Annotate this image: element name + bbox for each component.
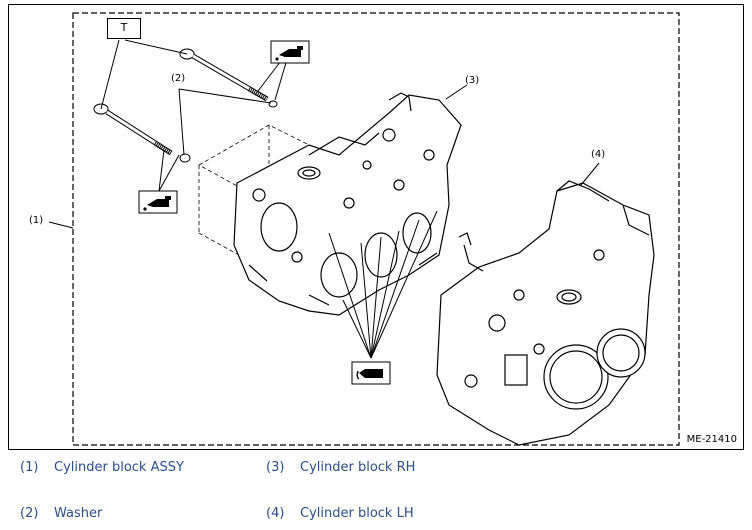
legend-label: Cylinder block RH [300,460,416,475]
legend-item-washer: (2) Washer [20,506,102,521]
legend-item-cylinder-block-rh: (3) Cylinder block RH [266,460,415,475]
legend: (1) Cylinder block ASSY (2) Washer (3) Cyli… [0,452,752,530]
bolt-lower [93,103,191,163]
legend-num: (2) [20,506,39,521]
legend-label: Cylinder block ASSY [54,460,184,475]
cylinder-block-rh [233,92,462,316]
callout-2: (2) [171,73,186,84]
figure-id: ME-21410 [686,434,737,445]
legend-label: Washer [54,506,103,521]
oil-icon-upper [270,40,310,64]
legend-num: (1) [20,460,39,475]
callout-3: (3) [465,75,480,86]
leader-t-upper [124,39,188,55]
bolt-upper [179,48,278,108]
callout-4: (4) [591,149,606,160]
callout-1: (1) [29,215,44,226]
figure-frame: T (1) (2) (3) (4) ME-21410 [8,4,744,450]
tool-t-box: T [107,18,141,39]
exploded-view-drawing [48,12,680,446]
leader-t-lower [100,39,120,110]
leader-1 [48,221,74,229]
sealant-icon [351,361,391,385]
leader-2a [178,88,272,104]
legend-label: Cylinder block LH [300,506,414,521]
legend-num: (4) [266,506,285,521]
legend-num: (3) [266,460,285,475]
cylinder-block-lh [436,180,655,446]
legend-item-cylinder-block-lh: (4) Cylinder block LH [266,506,414,521]
oil-icon-lower [138,190,178,214]
legend-item-cylinder-block-assy: (1) Cylinder block ASSY [20,460,184,475]
assembly-boundary [72,12,680,446]
sealant-leaders [328,210,438,359]
leader-2b [178,88,185,156]
